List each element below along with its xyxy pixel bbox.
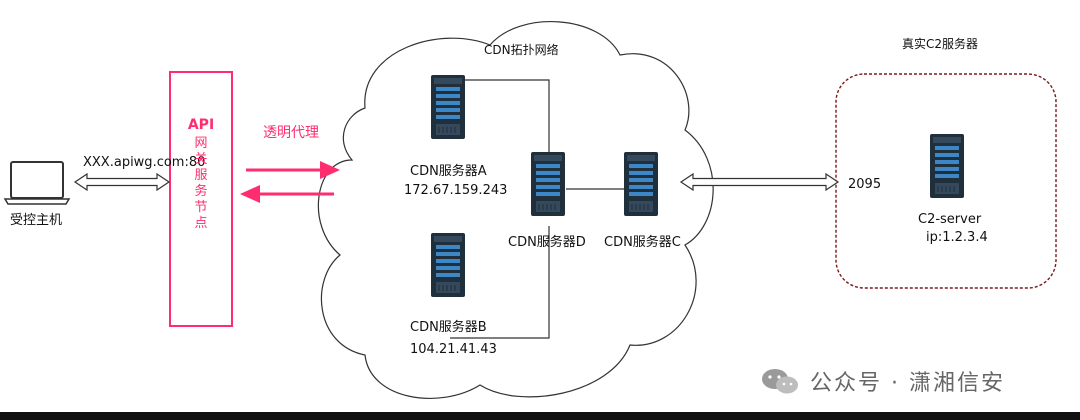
server-a-icon: [430, 74, 466, 140]
gateway-subtitle: 网关服务节点: [194, 136, 208, 231]
gateway-box: [169, 71, 233, 327]
gateway-title: API: [187, 117, 215, 133]
c2-server-icon: [929, 133, 965, 199]
server-d-name: CDN服务器D: [508, 235, 586, 250]
watermark-text: 公众号 · 潇湘信安: [810, 371, 1005, 396]
server-c-icon: [623, 151, 659, 217]
laptop-icon: [3, 161, 71, 205]
c2-name: C2-server: [918, 212, 982, 227]
cdn-links: [450, 79, 624, 339]
bottom-bar: [0, 412, 1080, 420]
server-d-icon: [530, 151, 566, 217]
host-gateway-arrow: [73, 172, 171, 192]
proxy-label: 透明代理: [263, 125, 319, 141]
server-a-name: CDN服务器A: [410, 164, 487, 179]
cdn-cloud: [317, 21, 714, 399]
c2-port: 2095: [848, 177, 882, 192]
cdn-c2-arrow: [679, 172, 840, 192]
server-b-name: CDN服务器B: [410, 320, 487, 335]
gateway-link-label: XXX.apiwg.com:80: [83, 155, 206, 170]
c2-title: 真实C2服务器: [902, 37, 979, 51]
server-a-ip: 172.67.159.243: [404, 183, 508, 198]
proxy-arrows: [240, 161, 340, 203]
server-c-name: CDN服务器C: [604, 235, 681, 250]
c2-ip: ip:1.2.3.4: [926, 230, 988, 245]
server-b-icon: [430, 232, 466, 298]
wechat-icon: [762, 369, 798, 394]
watermark: 公众号 · 潇湘信安: [760, 365, 1005, 397]
server-b-ip: 104.21.41.43: [410, 342, 497, 357]
host-label: 受控主机: [10, 213, 63, 228]
cdn-title: CDN拓扑网络: [484, 43, 559, 57]
